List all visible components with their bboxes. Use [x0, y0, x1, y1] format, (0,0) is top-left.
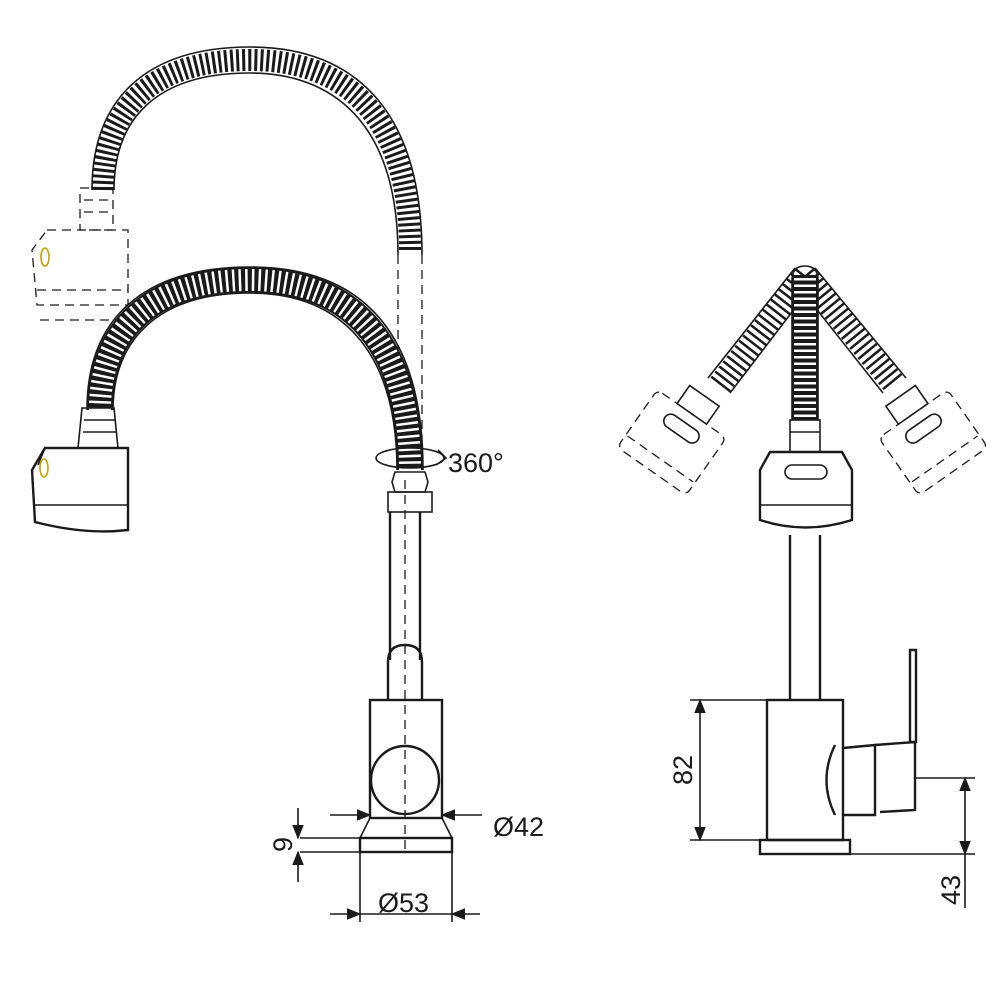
hose-main — [86, 266, 424, 471]
base-diameter-label: Ø53 — [378, 888, 429, 918]
rotation-indicator: 360° — [375, 447, 504, 478]
side-view: 360° 9 Ø42 — [30, 46, 544, 922]
dim-base-diameter: Ø53 — [330, 852, 480, 922]
upper-head-button — [40, 247, 50, 267]
hose-left-tilted — [618, 267, 816, 494]
spray-head-front — [758, 450, 854, 529]
dim-lever-height: 43 — [850, 776, 975, 908]
spray-head-main — [30, 407, 130, 533]
base-height-label: 9 — [268, 837, 298, 852]
front-view: 82 43 — [618, 265, 987, 908]
hose-upper-dashed — [91, 46, 423, 460]
spray-head-upper-dashed — [31, 187, 129, 321]
body-diameter-label: Ø42 — [493, 812, 544, 842]
faucet-body-side — [358, 698, 454, 854]
faucet-body-front — [758, 535, 918, 856]
lever-height-label: 43 — [936, 875, 966, 905]
dim-base-height: 9 — [268, 808, 360, 882]
dim-body-diameter: Ø42 — [330, 809, 544, 842]
hose-center — [789, 265, 821, 453]
spout-body — [386, 471, 433, 850]
body-height-label: 82 — [668, 755, 698, 785]
hose-right-tilted — [794, 267, 987, 494]
dim-body-height: 82 — [668, 698, 767, 842]
main-head-button — [39, 458, 49, 478]
rotation-label: 360° — [448, 448, 504, 478]
